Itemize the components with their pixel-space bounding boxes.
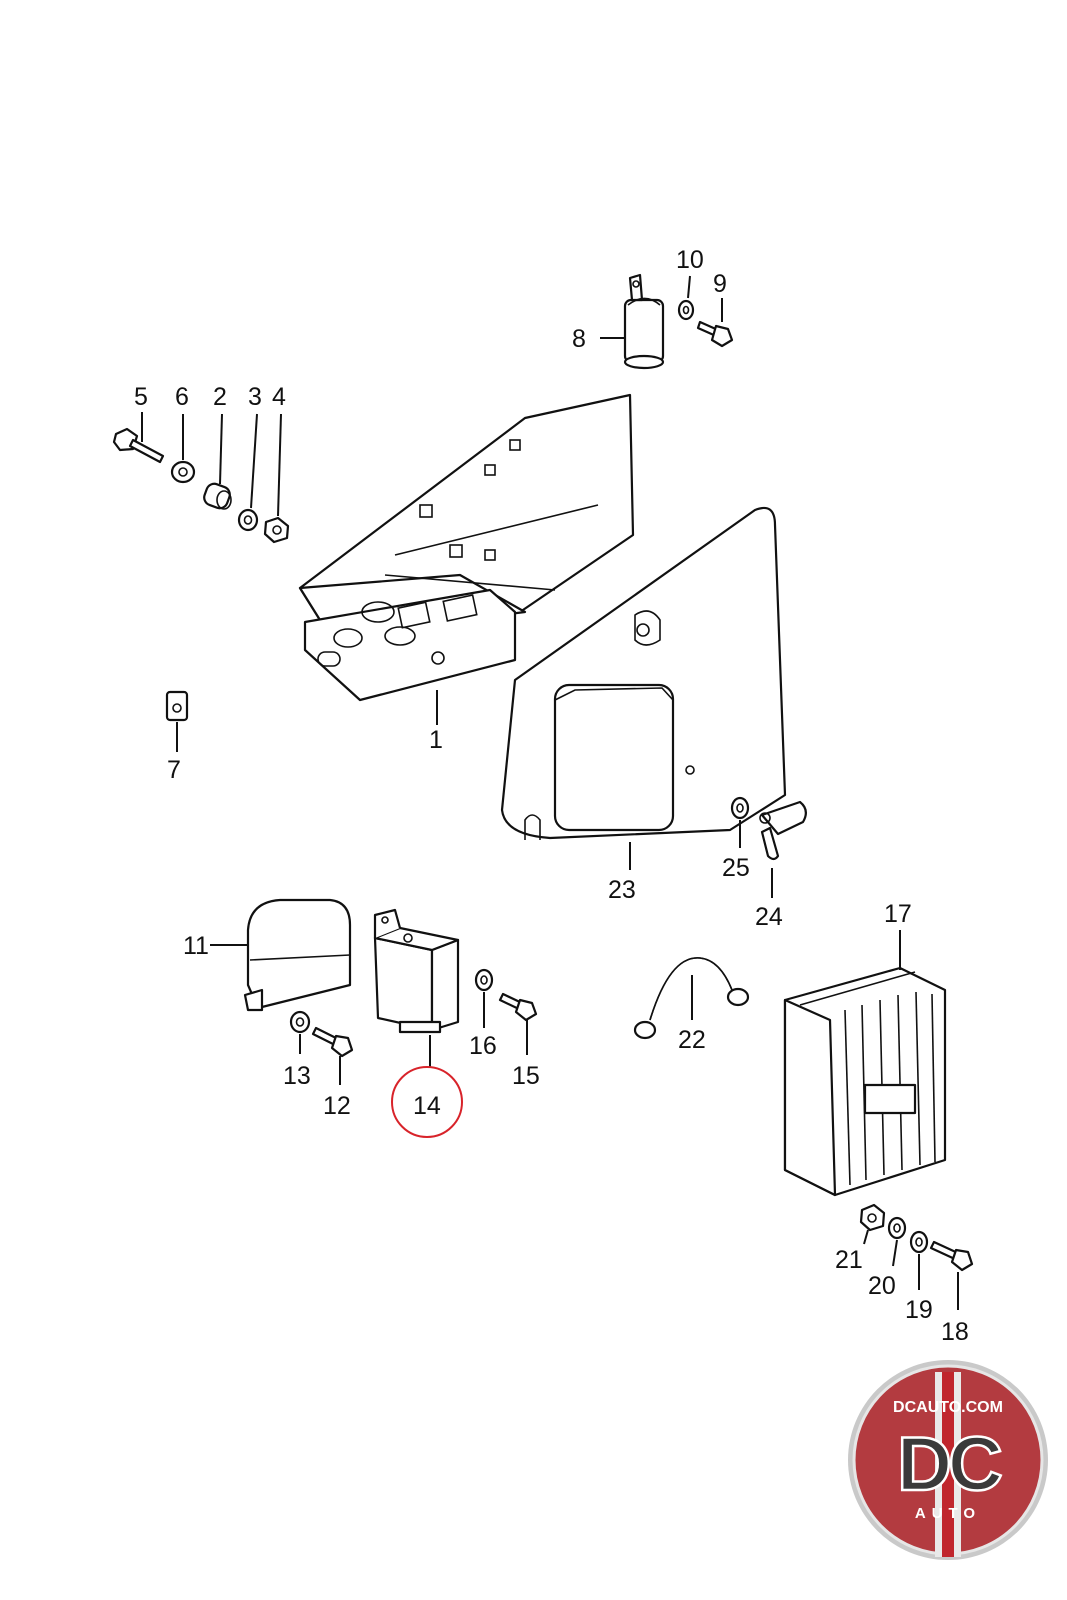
part-5-bolt <box>112 412 165 464</box>
callout-6: 6 <box>175 383 189 411</box>
callout-5: 5 <box>134 383 148 411</box>
part-4-nut <box>263 413 290 544</box>
callout-9: 9 <box>713 270 727 298</box>
part-22-ground-strap <box>633 957 750 1040</box>
callout-labels: 1 2 3 4 5 6 7 8 9 10 11 12 13 14 15 16 1… <box>134 246 969 1346</box>
dcauto-logo: DCAUTO.COM DC AUTO <box>848 1360 1048 1560</box>
callout-13: 13 <box>283 1062 311 1090</box>
logo-bottom-text: AUTO <box>915 1505 981 1522</box>
part-17-regulator <box>783 930 947 1197</box>
callout-21: 21 <box>835 1246 863 1274</box>
callout-2: 2 <box>213 383 227 411</box>
part-21-nut <box>859 1203 886 1245</box>
part-2-spacer <box>203 413 232 510</box>
part-14-module <box>373 908 460 1068</box>
callout-12: 12 <box>323 1092 351 1120</box>
part-8-cylinder <box>600 273 665 370</box>
part-13-washer <box>289 1010 311 1054</box>
part-20-washer <box>887 1216 907 1267</box>
callout-14: 14 <box>413 1092 441 1120</box>
part-19-washer <box>909 1230 929 1290</box>
highlight-circle <box>391 1066 463 1138</box>
logo-monogram: DC <box>897 1422 1001 1507</box>
callout-11: 11 <box>183 932 209 960</box>
callout-3: 3 <box>248 383 262 411</box>
callout-4: 4 <box>272 383 286 411</box>
part-24-elbow <box>759 800 807 898</box>
part-11-relay <box>210 898 352 1012</box>
callout-20: 20 <box>868 1272 896 1300</box>
part-12-screw <box>311 1026 354 1085</box>
part-23-cover <box>500 506 787 870</box>
part-16-washer <box>474 968 494 1028</box>
callout-22: 22 <box>678 1026 706 1054</box>
callout-1: 1 <box>429 726 443 754</box>
callout-7: 7 <box>167 756 181 784</box>
part-7-clip <box>165 690 189 752</box>
part-6-washer <box>170 414 196 484</box>
callout-23: 23 <box>608 876 636 904</box>
callout-17: 17 <box>884 900 912 928</box>
callout-25: 25 <box>722 854 750 882</box>
part-15-screw <box>498 992 538 1055</box>
part-9-bolt <box>696 298 734 348</box>
part-10-washer <box>677 275 695 321</box>
callout-18: 18 <box>941 1318 969 1346</box>
part-3-washer <box>237 413 259 532</box>
part-25-washer <box>730 796 750 848</box>
part-1-mounting-bracket <box>298 393 635 725</box>
part-18-bolt <box>929 1240 974 1310</box>
callout-8: 8 <box>572 325 586 353</box>
callout-24: 24 <box>755 903 783 931</box>
callout-19: 19 <box>905 1296 933 1324</box>
callout-16: 16 <box>469 1032 497 1060</box>
callout-10: 10 <box>676 246 704 274</box>
logo-top-text: DCAUTO.COM <box>893 1399 1003 1416</box>
callout-15: 15 <box>512 1062 540 1090</box>
